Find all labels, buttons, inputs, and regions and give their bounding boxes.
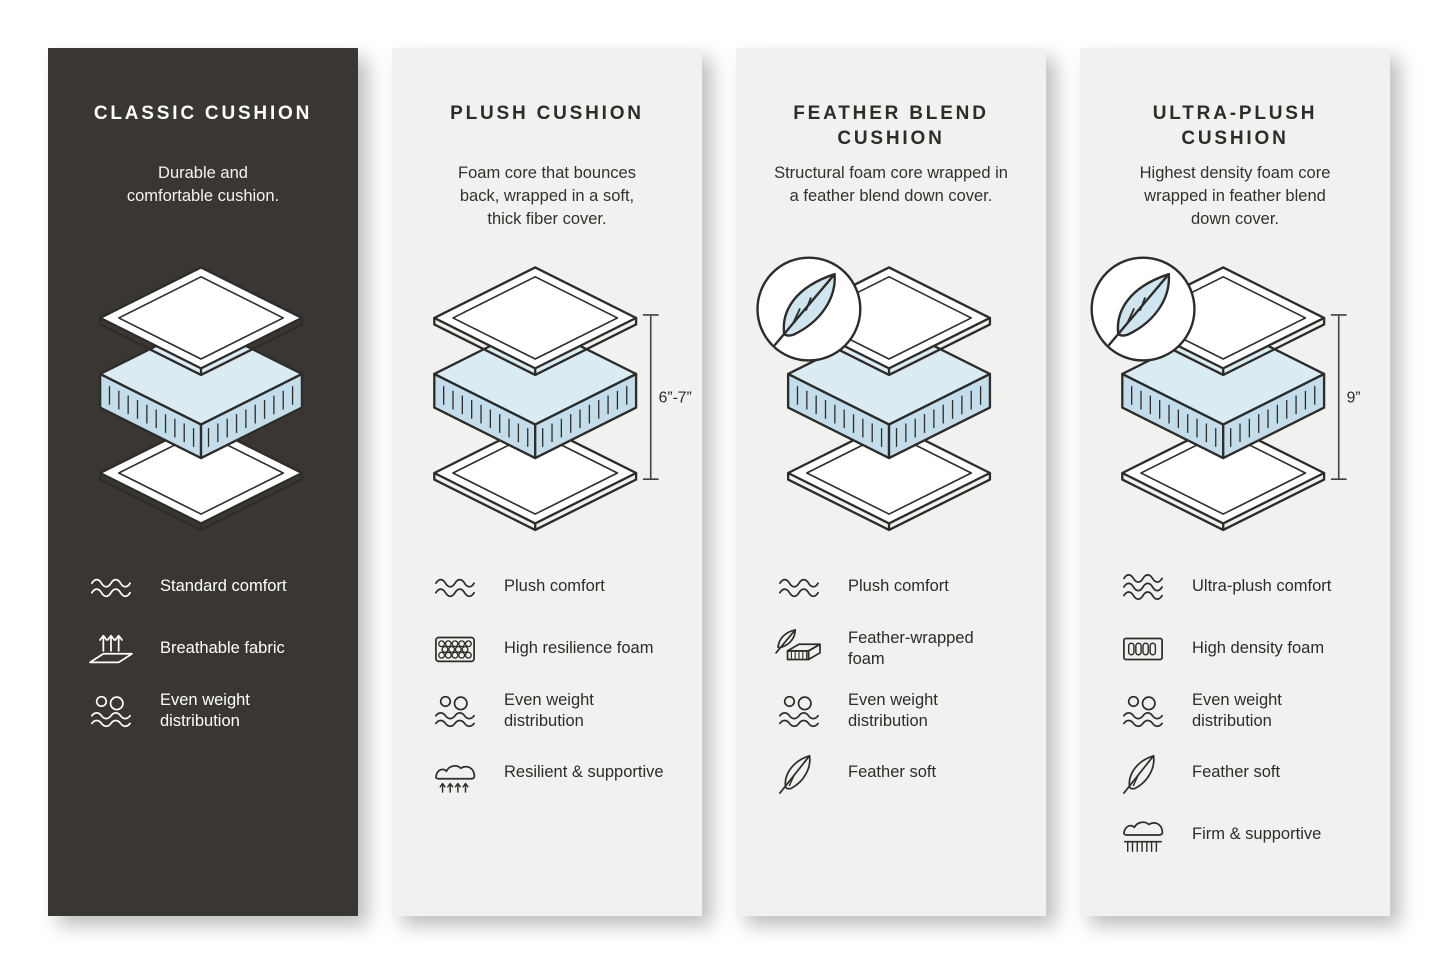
cushion-layers-illustration (98, 266, 304, 532)
card-title: CLASSIC CUSHION (93, 103, 313, 124)
cushion-diagram (48, 254, 358, 550)
waves-icon (774, 566, 824, 608)
feature-row: Standard comfort (86, 564, 358, 609)
feather-icon (1118, 752, 1168, 794)
feature-label: Feather-wrapped foam (848, 628, 974, 668)
feature-label: Even weight distribution (160, 690, 250, 730)
feature-list: Plush comfort Feather-wrapped foam Even … (736, 564, 1046, 795)
cushion-diagram: 9” (1080, 254, 1390, 550)
cushion-comparison-board: CLASSIC CUSHION Durable and comfortable … (48, 48, 1390, 916)
feature-row: Ultra-plush comfort (1118, 564, 1390, 609)
feather-foam-icon (774, 628, 824, 670)
card-header: CLASSIC CUSHION Durable and comfortable … (48, 48, 358, 232)
waves-dense-icon (1118, 566, 1168, 608)
feature-list: Ultra-plush comfort High density foam Ev… (1080, 564, 1390, 857)
feature-row: High density foam (1118, 626, 1390, 671)
feature-label: Resilient & supportive (504, 763, 664, 782)
feature-list: Plush comfort High resilience foam Even … (392, 564, 702, 795)
weight-distribution-icon (430, 690, 480, 732)
height-label: 6”-7” (659, 389, 692, 406)
feature-label: Breathable fabric (160, 639, 285, 658)
card-classic-cushion: CLASSIC CUSHION Durable and comfortable … (48, 48, 358, 916)
height-label: 9” (1347, 389, 1361, 406)
card-description: Structural foam core wrapped in a feathe… (774, 164, 1008, 206)
feature-label: High density foam (1192, 639, 1325, 658)
card-description: Foam core that bounces back, wrapped in … (458, 164, 636, 229)
weight-distribution-icon (774, 690, 824, 732)
feature-row: Even weight distribution (86, 688, 358, 733)
feature-label: Plush comfort (848, 577, 949, 596)
feature-row: High resilience foam (430, 626, 702, 671)
feature-row: Resilient & supportive (430, 750, 702, 795)
cushion-diagram: 6”-7” (392, 254, 702, 550)
feature-row: Even weight distribution (1118, 688, 1390, 733)
weight-distribution-icon (1118, 690, 1168, 732)
height-indicator: 9” (1330, 314, 1361, 480)
feature-label: Even weight distribution (504, 690, 594, 730)
feature-row: Firm & supportive (1118, 812, 1390, 857)
cushion-diagram (736, 254, 1046, 550)
feature-label: Feather soft (1192, 763, 1281, 782)
feather-icon (774, 752, 824, 794)
card-title: PLUSH CUSHION (450, 103, 644, 124)
feature-label: Ultra-plush comfort (1192, 577, 1332, 596)
card-ultra-plush-cushion: ULTRA-PLUSH CUSHION Highest density foam… (1080, 48, 1390, 916)
feature-label: Firm & supportive (1192, 825, 1322, 844)
feature-row: Even weight distribution (774, 688, 1046, 733)
feature-row: Feather soft (774, 750, 1046, 795)
waves-icon (86, 566, 136, 608)
card-title: ULTRA-PLUSH CUSHION (1152, 103, 1318, 149)
feature-row: Even weight distribution (430, 688, 702, 733)
resilient-icon (430, 752, 480, 794)
feature-row: Plush comfort (430, 564, 702, 609)
card-description: Highest density foam core wrapped in fea… (1139, 164, 1331, 229)
card-plush-cushion: PLUSH CUSHION Foam core that bounces bac… (392, 48, 702, 916)
firm-icon (1118, 814, 1168, 856)
feature-label: Even weight distribution (848, 690, 938, 730)
feather-badge-icon (756, 256, 862, 362)
height-indicator: 6”-7” (642, 314, 692, 480)
feature-list: Standard comfort Breathable fabric Even … (48, 564, 358, 733)
feature-label: High resilience foam (504, 639, 654, 658)
card-header: FEATHER BLEND CUSHION Structural foam co… (736, 48, 1046, 232)
foam-density-icon (1118, 628, 1168, 670)
cushion-layers-illustration (433, 266, 638, 532)
foam-cells-icon (430, 628, 480, 670)
feature-row: Breathable fabric (86, 626, 358, 671)
card-header: PLUSH CUSHION Foam core that bounces bac… (392, 48, 702, 232)
card-header: ULTRA-PLUSH CUSHION Highest density foam… (1080, 48, 1390, 232)
feature-row: Feather-wrapped foam (774, 626, 1046, 671)
feature-label: Plush comfort (504, 577, 605, 596)
feature-label: Even weight distribution (1192, 690, 1282, 730)
waves-icon (430, 566, 480, 608)
feature-label: Feather soft (848, 763, 937, 782)
card-feather-blend-cushion: FEATHER BLEND CUSHION Structural foam co… (736, 48, 1046, 916)
feather-badge-icon (1090, 256, 1196, 362)
card-description: Durable and comfortable cushion. (126, 164, 280, 206)
card-title: FEATHER BLEND CUSHION (793, 103, 989, 149)
breathable-icon (86, 628, 136, 670)
feature-label: Standard comfort (160, 577, 287, 596)
feature-row: Plush comfort (774, 564, 1046, 609)
weight-distribution-icon (86, 690, 136, 732)
feature-row: Feather soft (1118, 750, 1390, 795)
